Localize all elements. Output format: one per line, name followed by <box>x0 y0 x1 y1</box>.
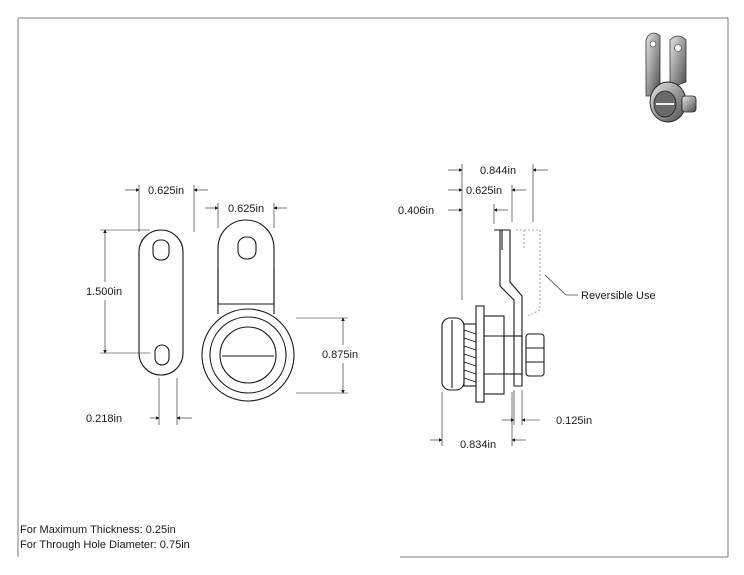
cam-slot-left <box>152 239 170 261</box>
end-nut <box>525 333 545 377</box>
front-view <box>138 219 295 402</box>
dim-cam-length: 1.500in <box>86 286 122 298</box>
dim-cam-thickness: 0.125in <box>556 415 592 427</box>
shaft <box>503 335 523 375</box>
side-dimensions <box>430 164 578 446</box>
side-view <box>441 229 545 403</box>
cam-slot-left-lower <box>154 344 170 366</box>
note-through-hole: For Through Hole Diameter: 0.75in <box>20 539 190 551</box>
dim-cam-right-width: 0.625in <box>228 203 264 215</box>
side-cam-solid <box>494 229 523 387</box>
lock-head <box>441 317 465 391</box>
panel-washer <box>475 305 485 403</box>
cam-plate-right <box>217 219 275 305</box>
lock-face-ring <box>209 316 287 394</box>
cam-slot-right <box>237 236 257 260</box>
dim-body-length: 0.834in <box>460 439 496 451</box>
lock-face-inner <box>219 326 277 384</box>
cam-plate-left <box>138 229 184 376</box>
dim-hole-diameter: 0.218in <box>86 413 122 425</box>
dim-side-overall: 0.844in <box>480 165 516 177</box>
front-dimensions <box>100 185 348 425</box>
dim-face-diameter: 0.875in <box>322 349 358 361</box>
lock-face-outer <box>201 308 295 402</box>
dim-cam-left-width: 0.625in <box>148 185 184 197</box>
mounting-nut <box>483 315 505 395</box>
dim-side-cam-offset: 0.625in <box>466 185 502 197</box>
side-cam-reversible <box>516 229 541 317</box>
iso-view-thumbnail <box>645 32 697 123</box>
threaded-body <box>463 323 477 387</box>
note-max-thickness: For Maximum Thickness: 0.25in <box>20 524 176 536</box>
thread-lines <box>463 329 477 383</box>
sheet-border <box>17 17 729 558</box>
callout-reversible-use: Reversible Use <box>581 290 656 302</box>
dim-side-front: 0.406in <box>398 205 434 217</box>
